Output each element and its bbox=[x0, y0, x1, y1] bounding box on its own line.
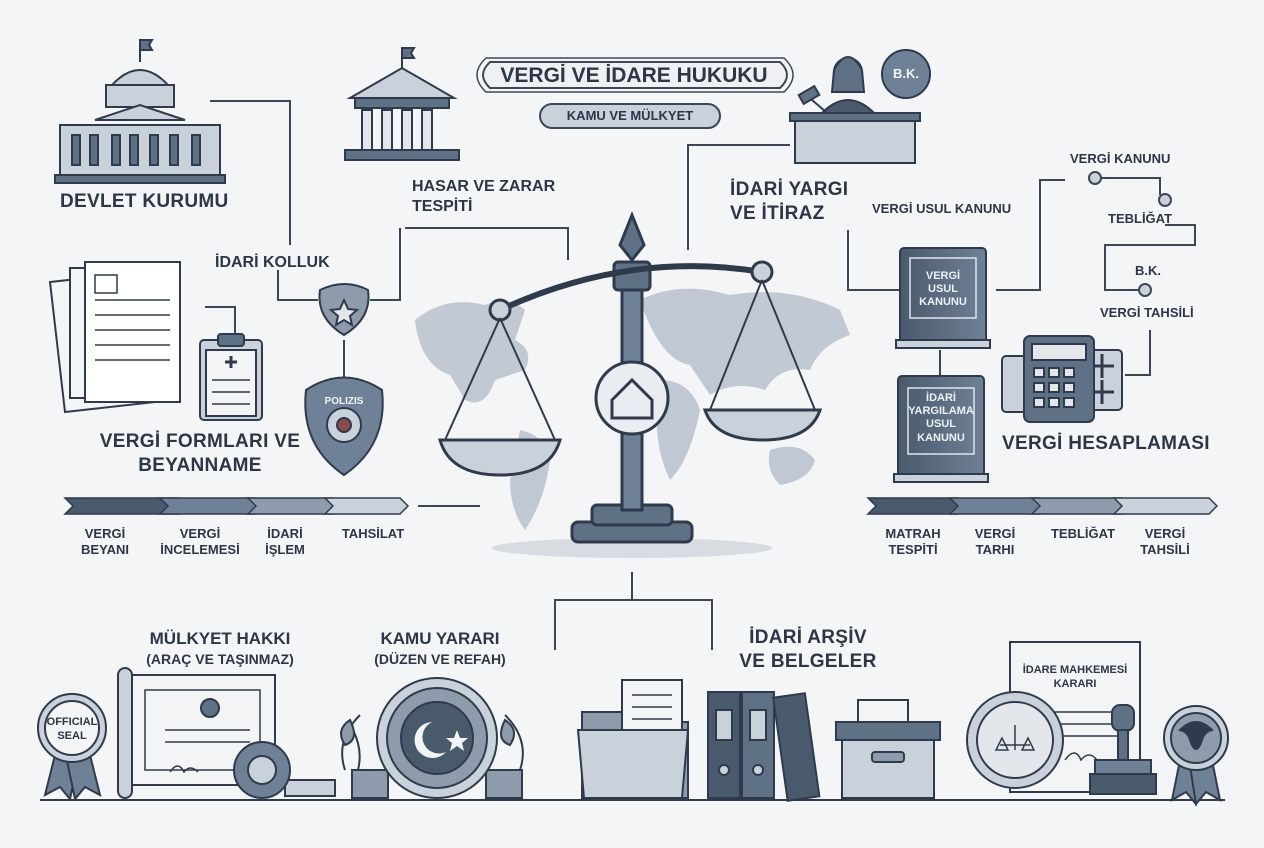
bk-badge-label: B.K. bbox=[893, 66, 919, 81]
label-hasar-1: HASAR VE ZARAR bbox=[412, 178, 556, 195]
courthouse-icon bbox=[344, 47, 460, 161]
clipboard-icon bbox=[199, 333, 263, 421]
calculator-icon bbox=[1001, 335, 1123, 423]
label-vergi-formlari-1: VERGİ FORMLARI VE bbox=[99, 431, 301, 452]
label-arsiv-1: İDARİ ARŞİV bbox=[749, 627, 867, 648]
timeline-right-step-3: TEBLİĞAT bbox=[1050, 526, 1116, 541]
police-badge-label: POLIZIS bbox=[324, 396, 364, 407]
court-decision-label-2: KARARI bbox=[1053, 678, 1097, 690]
tape-measure-icon bbox=[233, 741, 336, 799]
label-vergi-formlari-2: BEYANNAME bbox=[138, 455, 262, 476]
official-seal-label-1: OFFICIAL bbox=[46, 716, 98, 728]
page-subtitle: KAMU VE MÜLKYET bbox=[566, 108, 694, 123]
scale-of-justice bbox=[438, 210, 823, 558]
timeline-left-step-4: TAHSİLAT bbox=[341, 526, 405, 541]
state-emblem-icon bbox=[340, 677, 524, 799]
label-bk: B.K. bbox=[1135, 263, 1161, 278]
label-kamu-1: KAMU YARARI bbox=[380, 629, 500, 648]
label-arsiv-2: VE BELGELER bbox=[739, 651, 877, 672]
page-title: VERGİ VE İDARE HUKUKU bbox=[500, 64, 768, 87]
connector-lines bbox=[205, 100, 1196, 650]
label-hasar-2: TESPİTİ bbox=[412, 198, 473, 215]
archive-box-icon bbox=[835, 699, 941, 799]
official-seal-icon bbox=[37, 693, 107, 802]
archive-folder-icon bbox=[576, 679, 690, 799]
label-mulkiyet-1: MÜLKYET HAKKI bbox=[149, 629, 291, 648]
scales-icon bbox=[994, 725, 1036, 751]
label-vergi-usul: VERGİ USUL KANUNU bbox=[872, 201, 1012, 216]
gavel-icon bbox=[797, 84, 827, 113]
label-idari-yargi-2: VE İTİRAZ bbox=[730, 203, 825, 224]
official-seal-label-2: SEAL bbox=[57, 730, 87, 742]
binders-icon bbox=[707, 691, 821, 802]
star-icon bbox=[446, 730, 468, 751]
label-idari-kolluk: İDARİ KOLLUK bbox=[215, 254, 330, 271]
house-icon bbox=[610, 377, 654, 420]
police-badge-icon bbox=[304, 376, 384, 477]
eagle-icon bbox=[1178, 721, 1214, 750]
book-vergi-usul-title: VERGİ USUL KANUNU bbox=[919, 270, 967, 309]
judge-icon bbox=[789, 49, 931, 164]
connector-nodes bbox=[1088, 171, 1172, 297]
label-mulkiyet-2: (ARAÇ VE TAŞINMAZ) bbox=[146, 651, 294, 667]
label-tebligat: TEBLİĞAT bbox=[1108, 211, 1173, 226]
crescent-icon bbox=[414, 722, 446, 758]
timeline-left bbox=[63, 497, 410, 515]
label-vergi-kanunu: VERGİ KANUNU bbox=[1070, 151, 1171, 166]
book-idari-yargilama-title: İDARİ YARGILAMA USUL KANUNU bbox=[908, 392, 974, 444]
eagle-seal-icon bbox=[1163, 705, 1229, 807]
label-devlet-kurumu: DEVLET KURUMU bbox=[60, 191, 229, 212]
label-vergi-tahsili: VERGİ TAHSİLİ bbox=[1100, 305, 1194, 320]
police-badge-small-icon bbox=[318, 283, 370, 337]
timeline-right bbox=[866, 497, 1219, 515]
capitol-building-icon bbox=[54, 39, 226, 184]
label-kamu-2: (DÜZEN VE REFAH) bbox=[374, 651, 506, 667]
court-decision-icon bbox=[966, 641, 1157, 795]
court-decision-label-1: İDARE MAHKEMESİ bbox=[1022, 664, 1128, 676]
title-plaque bbox=[476, 57, 794, 129]
tax-forms-icon bbox=[48, 261, 181, 414]
law-books-icon bbox=[893, 247, 991, 483]
label-vergi-hesaplamasi: VERGİ HESAPLAMASI bbox=[1002, 433, 1210, 454]
label-idari-yargi-1: İDARİ YARGI bbox=[730, 179, 849, 200]
